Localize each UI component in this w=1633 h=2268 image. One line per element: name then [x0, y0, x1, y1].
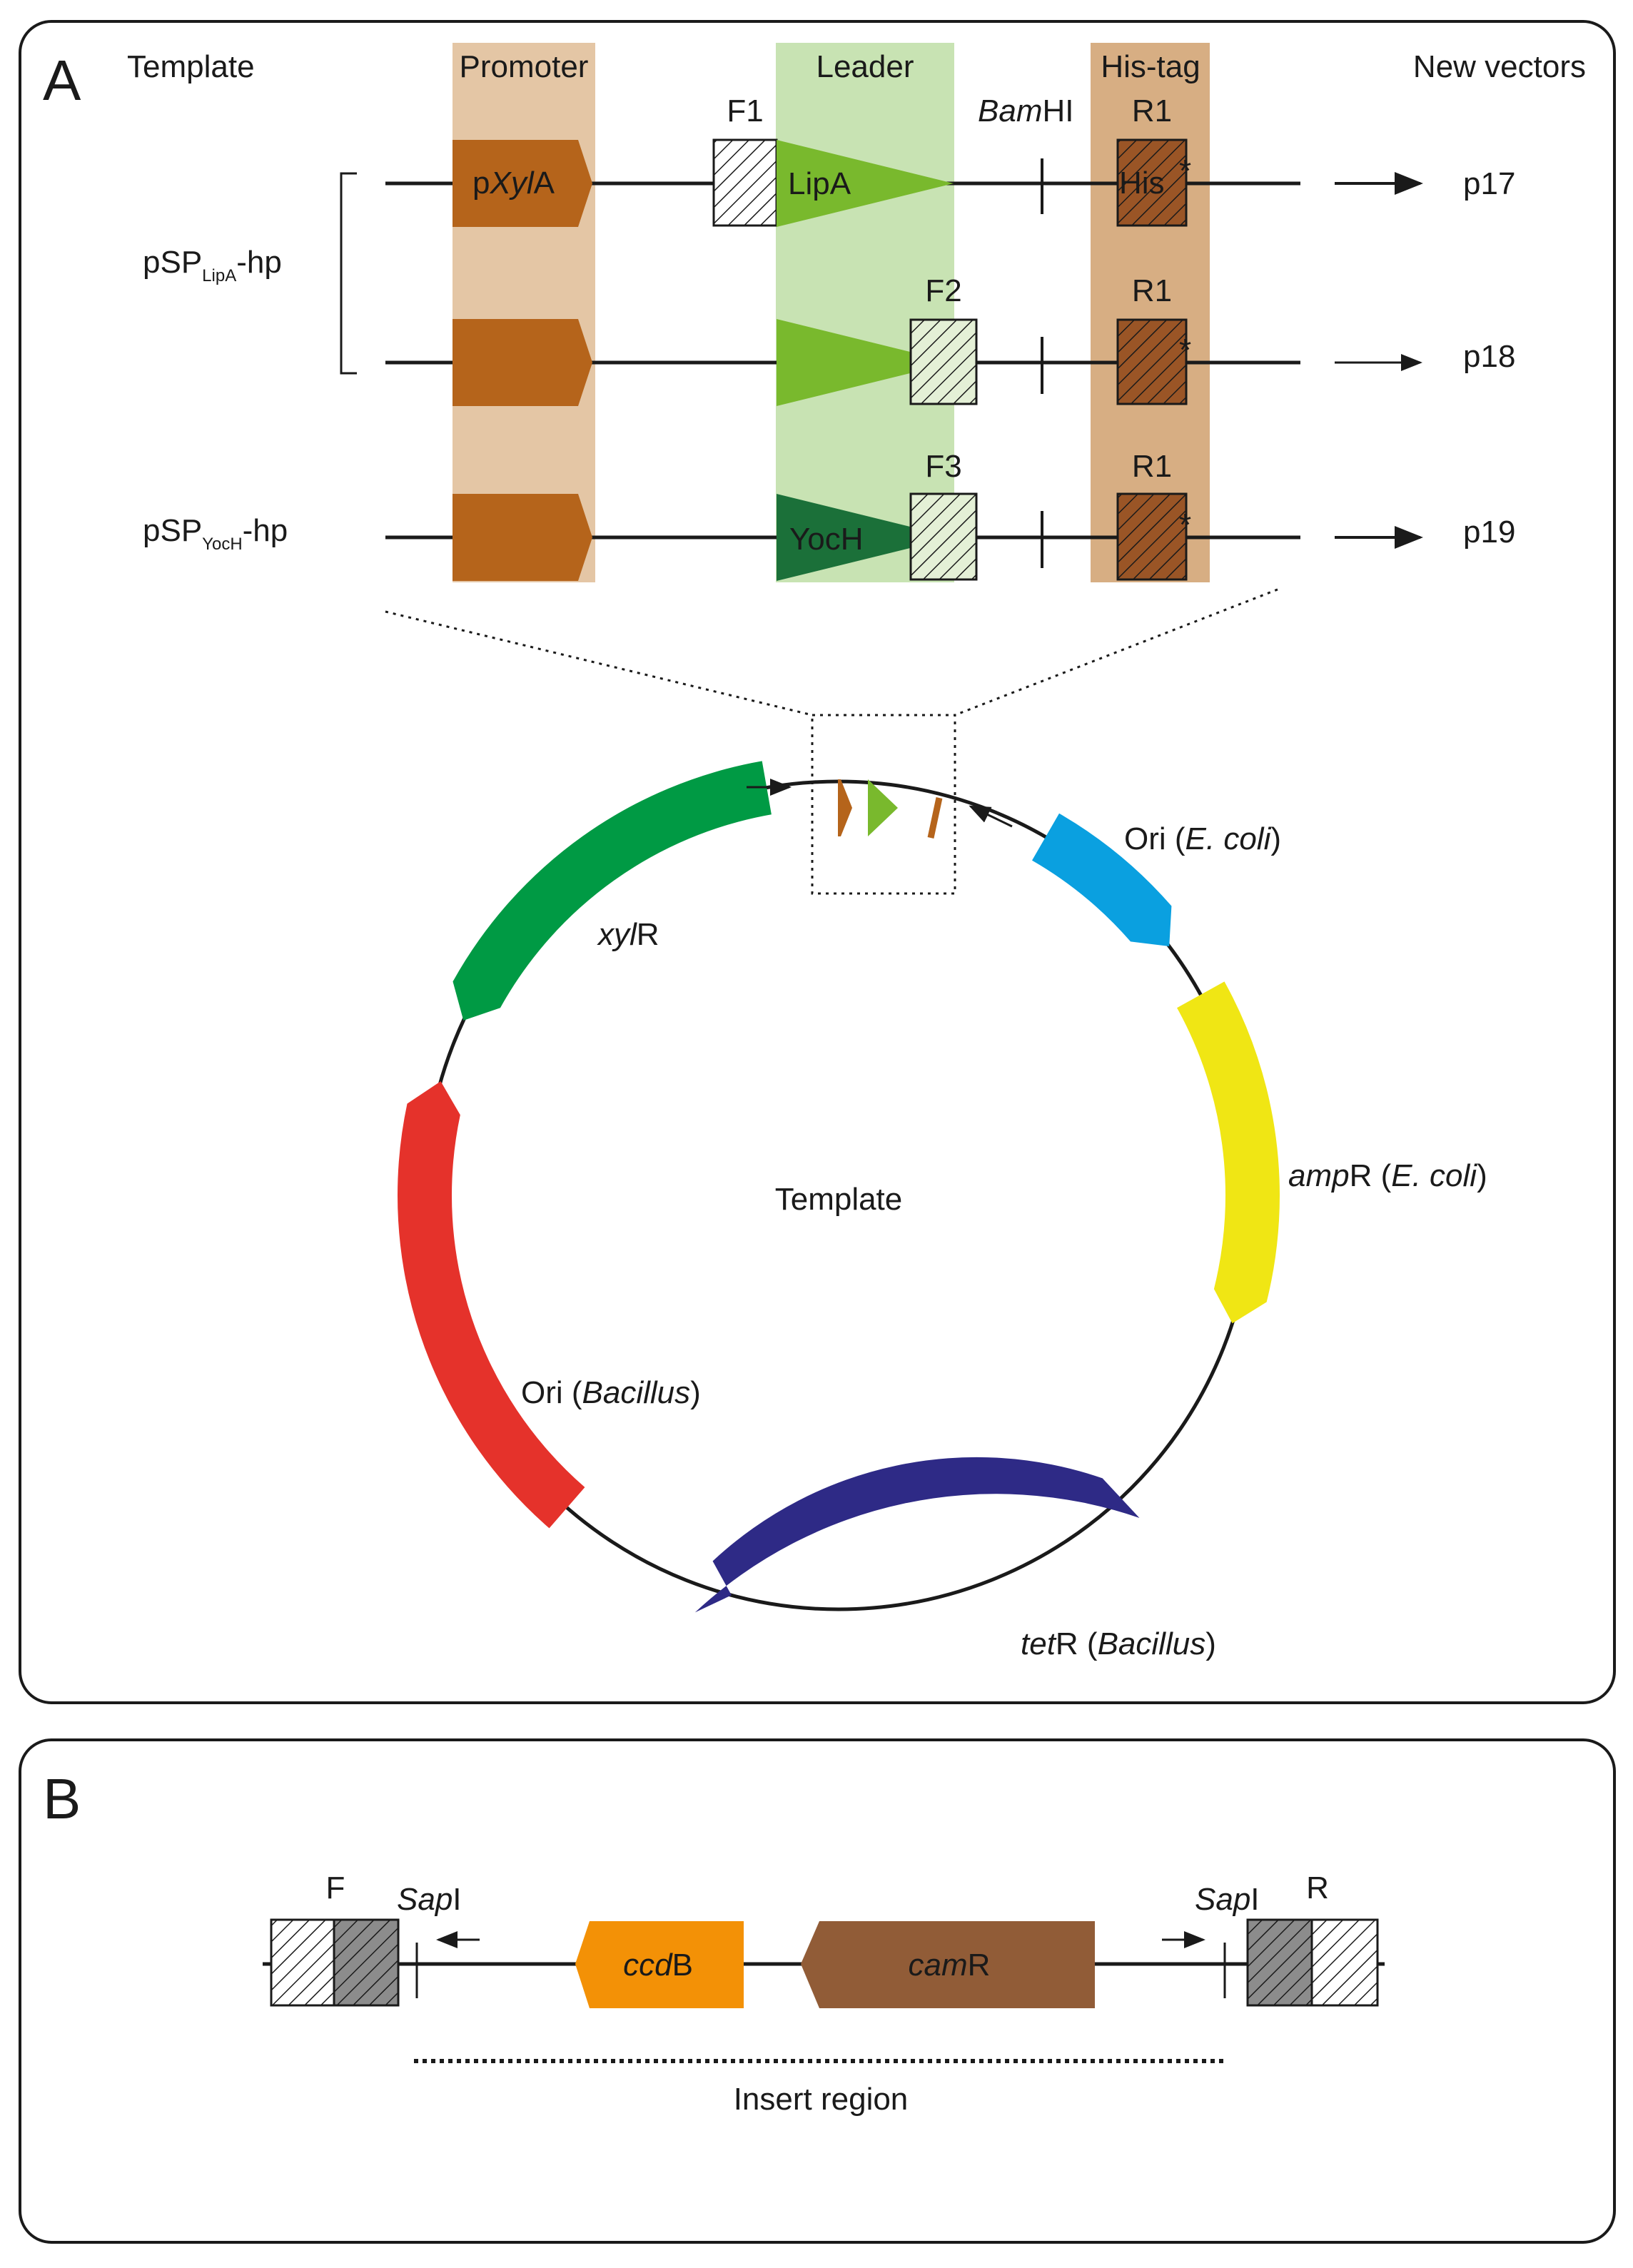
panel-a-letter: A [43, 49, 81, 112]
promoter-band [453, 43, 595, 582]
primer-f-overlap-box [333, 1918, 400, 2007]
mini-leader [868, 779, 898, 836]
construct-label-yoch: pSPYocH-hp [143, 513, 288, 554]
primer-f-hatched-box [270, 1918, 335, 2007]
leader-band [776, 43, 954, 582]
promoter-label: pXylA [472, 166, 555, 201]
construct-label-lipa: pSPLipA-hp [143, 245, 282, 285]
construct-row-p17: pXylA F1 LipA BamHI His * R1 p17 [385, 93, 1515, 227]
histag-box [1116, 138, 1188, 227]
insert-region-label: Insert region [734, 2082, 909, 2117]
promoter-arrow [453, 494, 592, 581]
leader-yoch [777, 494, 954, 581]
primer-f3-box [909, 492, 978, 581]
panel-a-frame [19, 20, 1616, 1704]
primer-r1-label: R1 [1132, 93, 1172, 128]
primer-r1-label: R1 [1132, 273, 1172, 308]
mini-primer-rev [969, 805, 1013, 828]
primer-r-hatched-box [1310, 1918, 1379, 2007]
primer-f1-box [712, 138, 778, 227]
ccdb-label: ccdB [623, 1948, 693, 1983]
camr-label: camR [909, 1948, 991, 1983]
sapi-label-left: SapI [397, 1882, 462, 1917]
plasmid-gene-tetr [694, 1457, 1140, 1613]
plasmid-gene-ori-ecoli [1032, 813, 1172, 946]
gene-label-tetr: tetR (Bacillus) [1021, 1626, 1216, 1661]
primer-r-overlap-box [1246, 1918, 1313, 2007]
primer-f-label: F [326, 1870, 345, 1905]
panel-b-frame [19, 1738, 1616, 2244]
primer-f2-label: F2 [925, 273, 961, 308]
histag-box [1116, 318, 1188, 405]
header-new-vectors: New vectors [1413, 49, 1586, 84]
promoter-arrow [453, 140, 592, 227]
mini-histag [927, 797, 943, 839]
stop-star: * [1179, 507, 1191, 542]
header-leader: Leader [816, 49, 914, 84]
cloning-cassette: F SapI ccdB camR SapI R Insert region [263, 1870, 1385, 2117]
ccdb-gene [575, 1921, 744, 2008]
gene-label-ampr: ampR (E. coli) [1288, 1158, 1487, 1193]
lipa-bracket [340, 172, 357, 375]
vector-label-p18: p18 [1463, 339, 1515, 374]
histag-box [1116, 492, 1188, 581]
vector-label-p19: p19 [1463, 515, 1515, 550]
primer-f2-box [909, 318, 978, 405]
histag-label: His [1119, 166, 1165, 201]
promoter-arrow [453, 319, 592, 406]
zoom-box [811, 714, 956, 895]
leader-yoch-label: YocH [789, 522, 864, 557]
header-histag: His-tag [1101, 49, 1200, 84]
plasmid-gene-xylr [453, 761, 772, 1021]
leader-lipa [777, 319, 954, 406]
construct-row-p19: YocH F3 * R1 p19 [385, 449, 1515, 581]
gene-label-ori-bacillus: Ori (Bacillus) [521, 1375, 701, 1410]
gene-label-ori-ecoli: Ori (E. coli) [1124, 821, 1281, 856]
plasmid-gene-ori-bacillus [398, 1081, 585, 1529]
leader-lipa [777, 140, 954, 227]
panel-b-letter: B [43, 1767, 81, 1831]
construct-row-p18: F2 * R1 p18 [385, 273, 1515, 406]
header-template: Template [127, 49, 255, 84]
vector-label-p17: p17 [1463, 166, 1515, 201]
leader-lipa-label: LipA [788, 166, 851, 201]
header-promoter: Promoter [460, 49, 589, 84]
gene-label-xylr: xylR [597, 917, 659, 952]
primer-f3-label: F3 [925, 449, 961, 484]
bamhi-label: BamHI [978, 93, 1073, 128]
sapi-label-right: SapI [1195, 1882, 1260, 1917]
stop-star: * [1179, 333, 1191, 368]
plasmid-center-label: Template [775, 1182, 903, 1217]
plasmid-map: Template xylR Ori (E. coli) ampR (E. col… [398, 761, 1487, 1661]
zoom-guide-right [954, 588, 1278, 717]
stop-star: * [1179, 153, 1191, 188]
zoom-guide-left [385, 610, 813, 717]
primer-f1-label: F1 [727, 93, 763, 128]
mini-promoter [838, 779, 852, 836]
plasmid-gene-ampr [1177, 981, 1280, 1324]
histag-band [1091, 43, 1210, 582]
primer-r1-label: R1 [1132, 449, 1172, 484]
primer-r-label: R [1306, 1870, 1329, 1905]
camr-gene [801, 1921, 1095, 2008]
plasmid-genes [398, 761, 1280, 1613]
